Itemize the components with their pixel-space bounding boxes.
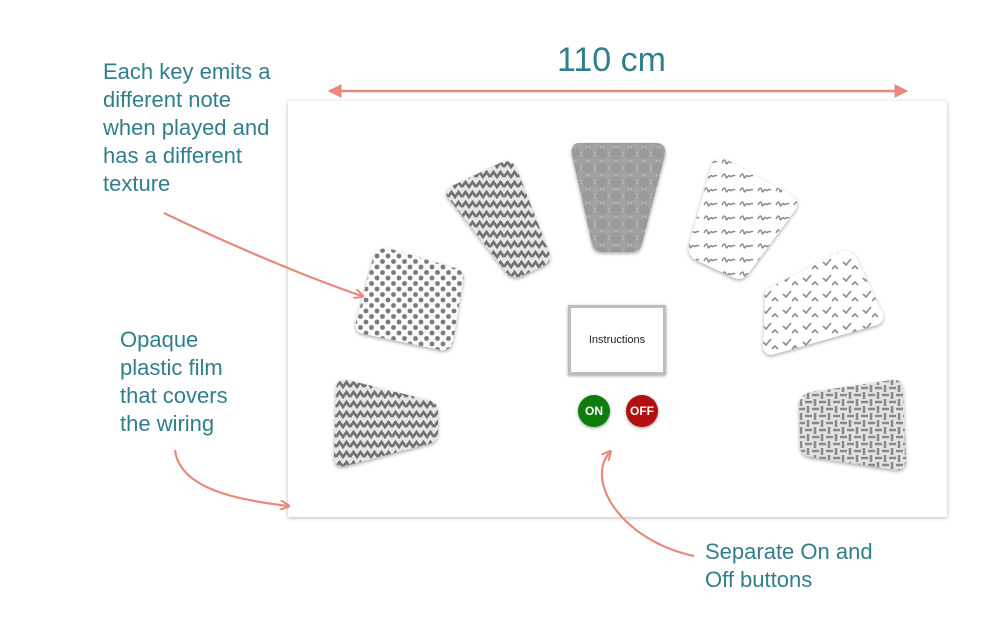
- keys-annotation-line: when played and: [103, 115, 270, 140]
- keys-annotation-line: has a different: [103, 143, 243, 168]
- buttons-annotation-line: Separate On and: [705, 539, 873, 564]
- film-annotation-line: plastic film: [120, 355, 223, 380]
- film-annotation-line: the wiring: [120, 411, 215, 436]
- keys-annotation: Each key emits a different note when pla…: [103, 58, 271, 198]
- key-7[interactable]: [799, 379, 906, 470]
- off-button-label: OFF: [630, 404, 654, 418]
- keys-annotation-line: Each key emits a: [103, 59, 271, 84]
- keys-annotation-line: different note: [103, 87, 232, 112]
- key-3[interactable]: [334, 379, 438, 467]
- key-6[interactable]: [763, 250, 884, 355]
- key-2[interactable]: [355, 248, 464, 351]
- film-annotation-arrow: [173, 449, 288, 506]
- on-button-label: ON: [585, 404, 603, 418]
- film-annotation: Opaque plastic film that covers the wiri…: [120, 326, 228, 438]
- buttons-annotation-arrow: [600, 452, 695, 558]
- film-annotation-line: that covers: [120, 383, 228, 408]
- off-button[interactable]: OFF: [626, 395, 658, 427]
- on-button[interactable]: ON: [578, 395, 610, 427]
- dimension-label: 110 cm: [557, 41, 666, 79]
- key-4[interactable]: [571, 143, 666, 252]
- buttons-annotation-line: Off buttons: [705, 567, 813, 592]
- keys-annotation-arrow: [163, 212, 362, 296]
- instructions-label: Instructions: [588, 334, 646, 346]
- keys-annotation-line: texture: [103, 171, 171, 196]
- film-annotation-line: Opaque: [120, 327, 199, 352]
- key-1[interactable]: [446, 161, 551, 278]
- key-5[interactable]: [688, 158, 798, 279]
- buttons-annotation: Separate On and Off buttons: [705, 538, 873, 594]
- instructions-screen[interactable]: Instructions: [568, 305, 666, 375]
